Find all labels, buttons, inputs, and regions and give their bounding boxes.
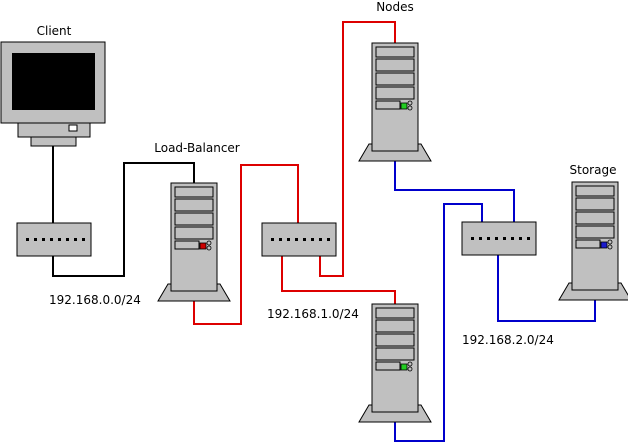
cable-switch0-loadbalancer [52,162,195,277]
client-label: Client [37,24,72,38]
network-label-net0: 192.168.0.0/24 [49,293,141,307]
server-tower-icon [358,42,432,162]
server-tower-icon [358,303,432,423]
cable-switch1-node2 [281,256,396,304]
server-tower-icon [558,181,628,301]
cable-node1-switch2 [394,161,515,222]
network-switch-icon [16,222,92,257]
net1-cables [193,21,396,325]
network-switch-icon [261,222,337,257]
load-balancer-label: Load-Balancer [154,141,240,155]
storage-label: Storage [570,163,617,177]
status-led [400,102,408,110]
cable-switch1-node1 [319,21,396,277]
switch-net0 [16,222,92,257]
network-label-net1: 192.168.1.0/24 [267,307,359,321]
nodes-label: Nodes [376,0,414,14]
status-led [199,242,207,250]
node-server-2 [358,303,432,423]
network-label-net2: 192.168.2.0/24 [462,333,554,347]
network-switch-icon [461,221,537,256]
monitor-icon [0,41,106,147]
net0-cables [52,146,195,277]
node-server-1 [358,42,432,162]
net2-cables [394,161,596,442]
cable-loadbalancer-switch1 [193,164,299,325]
status-led [600,241,608,249]
server-tower-icon [157,182,231,302]
status-led [400,363,408,371]
switch-net2 [461,221,537,256]
switch-net1 [261,222,337,257]
load-balancer-server [157,182,231,302]
storage-server [558,181,628,301]
cable-switch2-storage [497,255,596,322]
cable-node2-switch2 [394,203,483,442]
